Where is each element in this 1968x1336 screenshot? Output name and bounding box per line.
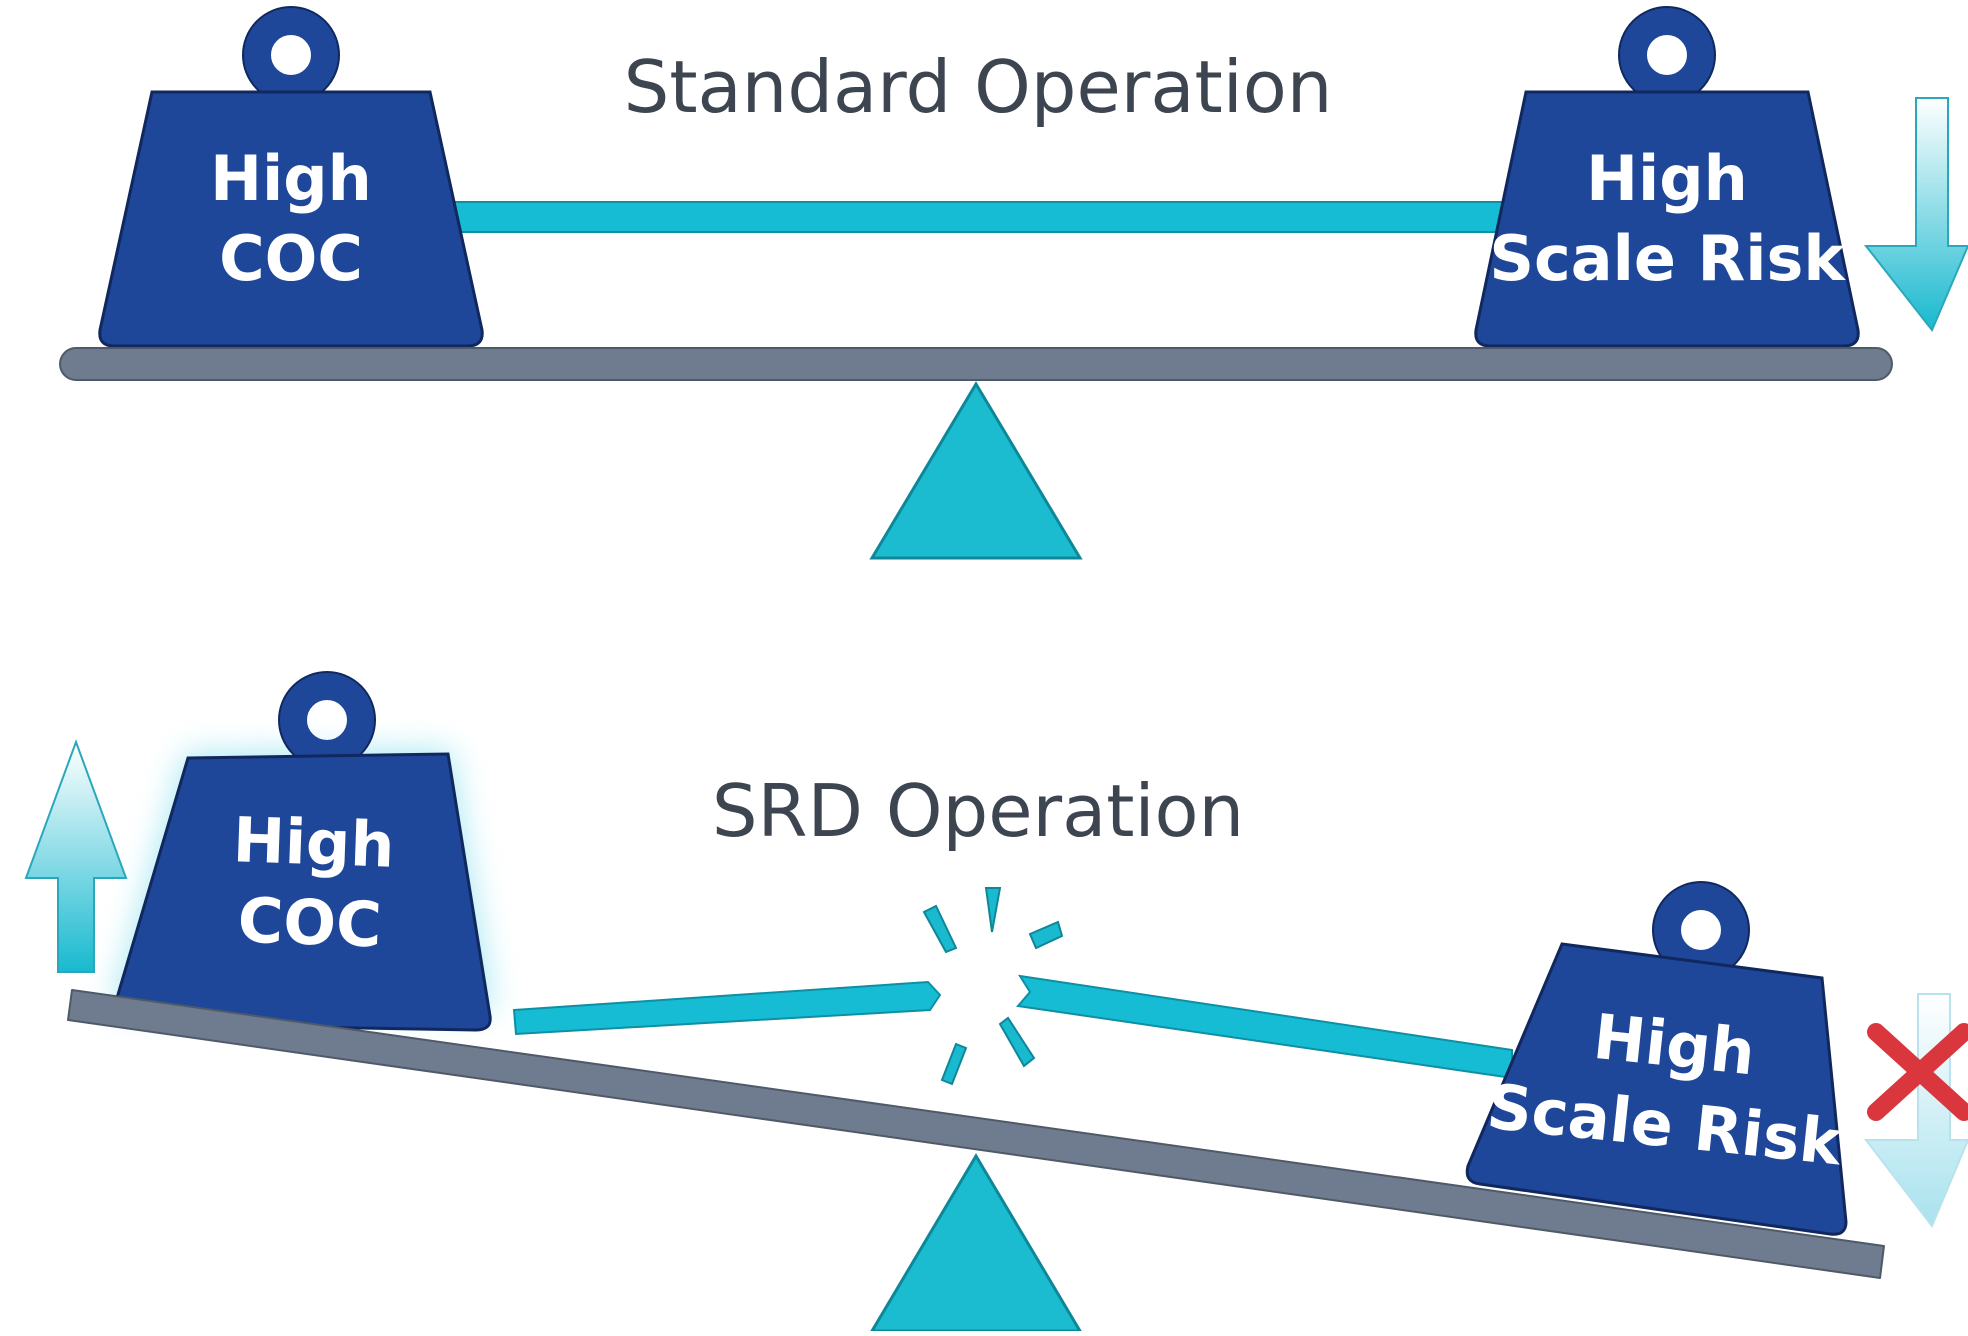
break-burst-icon [922,887,1064,1086]
high-scale-risk-weight: High Scale Risk [1474,6,1860,348]
red-cross-icon [1867,1023,1968,1121]
weight-label-line1: High [1590,1000,1758,1089]
weight-label-line1: High [210,142,372,215]
high-scale-risk-weight: High Scale Risk [1465,881,1848,1236]
weight-label-line1: High [1586,142,1748,215]
srd-operation-section: SRD Operation High COC High [24,671,1968,1333]
weight-label-line2: Scale Risk [1489,222,1846,295]
standard-operation-title: Standard Operation [624,45,1333,129]
high-coc-weight: High COC [98,6,484,348]
broken-link-left [512,980,942,1036]
weight-label-line2: COC [237,884,383,962]
arrow-down-icon [1863,97,1968,332]
arrow-up-icon [24,739,128,973]
fulcrum-triangle [869,381,1083,560]
balance-link-bar [439,201,1521,233]
srd-operation-title: SRD Operation [712,769,1244,853]
standard-operation-section: Standard Operation High COC High Scale R… [59,6,1968,560]
arrow-down-crossed-icon [1863,993,1968,1228]
high-coc-weight: High COC [112,671,492,1032]
seesaw-beam-tilted [67,989,1885,1279]
weight-label-line1: High [232,803,396,882]
seesaw-beam [59,347,1893,381]
weight-label-line2: COC [219,222,363,295]
broken-link-right [1016,974,1513,1080]
fulcrum-triangle [869,1153,1083,1333]
